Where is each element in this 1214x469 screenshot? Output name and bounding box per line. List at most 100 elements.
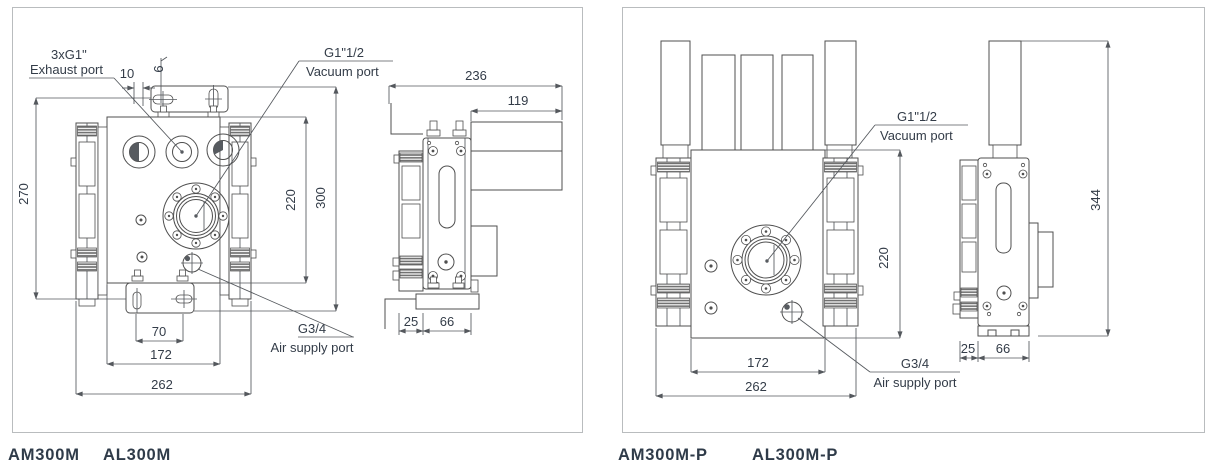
dim-262-value: 262 (151, 377, 173, 392)
air-port-name: Air supply port (270, 340, 353, 355)
rail-foot (78, 298, 96, 307)
air-port-size: G3/4 (298, 321, 326, 336)
model-label-al300m-p: AL300M-P (752, 446, 839, 464)
rail-tab (953, 291, 961, 301)
dim-10-value: 10 (120, 66, 134, 81)
side-protrusion (1028, 222, 1039, 299)
front-view (70, 85, 257, 314)
dim-25-66: 25 66 (398, 313, 472, 335)
rail-tab (857, 285, 864, 296)
rail-tab (70, 157, 77, 167)
bolt-icon (157, 111, 170, 118)
bolt-icon (427, 282, 440, 289)
dim-9: 9 (151, 56, 168, 103)
left-rail (650, 157, 692, 327)
panel-am300m: 270 220 300 10 9 (12, 7, 583, 433)
vacuum-port-name: Vacuum port (306, 64, 379, 79)
rail-tab (650, 285, 657, 296)
rail-tab (392, 257, 400, 267)
rail-foot (231, 298, 249, 307)
side-bracket (390, 103, 423, 135)
dimensions: 220 172 262 344 25 (655, 40, 1111, 399)
drawing-am300m-p: 220 172 262 344 25 (650, 40, 1111, 399)
silencer-cylinder (740, 54, 774, 151)
air-port-size: G3/4 (901, 356, 929, 371)
pump-body-front (106, 116, 221, 284)
vacuum-port-label: G1"1/2 Vacuum port (765, 109, 968, 263)
silencer-cylinder (988, 40, 1022, 146)
flange-bolts (164, 184, 228, 248)
rail-tab (650, 165, 657, 176)
screw-icon (704, 259, 718, 273)
side-protrusion (1037, 231, 1054, 288)
screw-icon (704, 301, 718, 315)
vacuum-port-label: G1"1/2 Vacuum port (194, 45, 393, 218)
rail-tab (250, 249, 257, 259)
rail-tab (952, 303, 961, 315)
dim-220-value: 220 (876, 247, 891, 269)
exhaust-port-circles (122, 133, 240, 169)
vacuum-port-name: Vacuum port (880, 128, 953, 143)
dim-66-value: 66 (440, 314, 454, 329)
bolt-icon (452, 129, 467, 137)
dim-119-value: 119 (508, 93, 529, 108)
dim-262-value: 262 (745, 379, 767, 394)
dim-220: 220 (220, 116, 309, 284)
dim-172-value: 172 (150, 347, 172, 362)
side-protrusion (470, 225, 498, 277)
screw-icon (136, 251, 148, 263)
side-rail (392, 150, 424, 292)
drawing-am300m: 270 220 300 10 9 (16, 45, 563, 397)
rail-tab (70, 249, 77, 259)
vacuum-port-size: G1"1/2 (897, 109, 937, 124)
model-label-am300m: AM300M (8, 446, 80, 464)
dim-172: 172 (690, 339, 826, 375)
rail-tab (393, 154, 400, 164)
air-supply-port-label: G3/4 Air supply port (797, 317, 960, 390)
silencer-cylinder (824, 40, 857, 146)
dim-9-value: 9 (151, 65, 166, 72)
rail-tab (857, 165, 864, 176)
exhaust-port-size: 3xG1" (51, 47, 87, 62)
bolt-icon (131, 275, 144, 282)
dim-270-value: 270 (16, 183, 31, 205)
dim-25-value: 25 (961, 341, 975, 356)
side-feet (977, 325, 1030, 337)
vacuum-port-flange (730, 224, 802, 296)
dim-262: 262 (75, 301, 252, 397)
dim-236: 236 (388, 68, 563, 120)
dim-10: 10 (120, 66, 155, 106)
side-slot (438, 165, 456, 229)
side-rail (952, 159, 979, 319)
silencer-cylinder (781, 54, 814, 151)
left-rail (70, 122, 108, 307)
dim-119: 119 (470, 93, 563, 121)
air-port-name: Air supply port (873, 375, 956, 390)
dim-66-value: 66 (996, 341, 1010, 356)
dim-344: 344 (1021, 40, 1111, 337)
exhaust-port-middle (165, 135, 199, 169)
right-rail (822, 157, 864, 327)
vacuum-port-flange (162, 182, 230, 250)
dim-70: 70 (135, 314, 184, 344)
top-mounting-bracket (149, 85, 229, 118)
dimensions: 270 220 300 10 9 (16, 56, 563, 397)
dim-70-value: 70 (152, 324, 166, 339)
dim-270: 270 (16, 97, 151, 300)
dim-172-value: 172 (747, 355, 769, 370)
silencer-cylinders (660, 40, 857, 159)
vacuum-port-size: G1"1/2 (324, 45, 364, 60)
model-label-am300m-p: AM300M-P (618, 446, 708, 464)
rail-tab (392, 270, 400, 281)
bolt-icon (426, 129, 441, 137)
model-label-al300m: AL300M (103, 446, 172, 464)
air-supply-port-label: G3/4 Air supply port (197, 268, 354, 355)
dim-172: 172 (106, 285, 221, 367)
dim-25-value: 25 (404, 314, 418, 329)
dim-344-value: 344 (1088, 189, 1103, 211)
bolt-icon (176, 275, 189, 282)
dim-300-value: 300 (313, 187, 328, 209)
screw-icon (135, 214, 147, 226)
side-view (384, 103, 563, 329)
exhaust-port-name: Exhaust port (30, 62, 103, 77)
